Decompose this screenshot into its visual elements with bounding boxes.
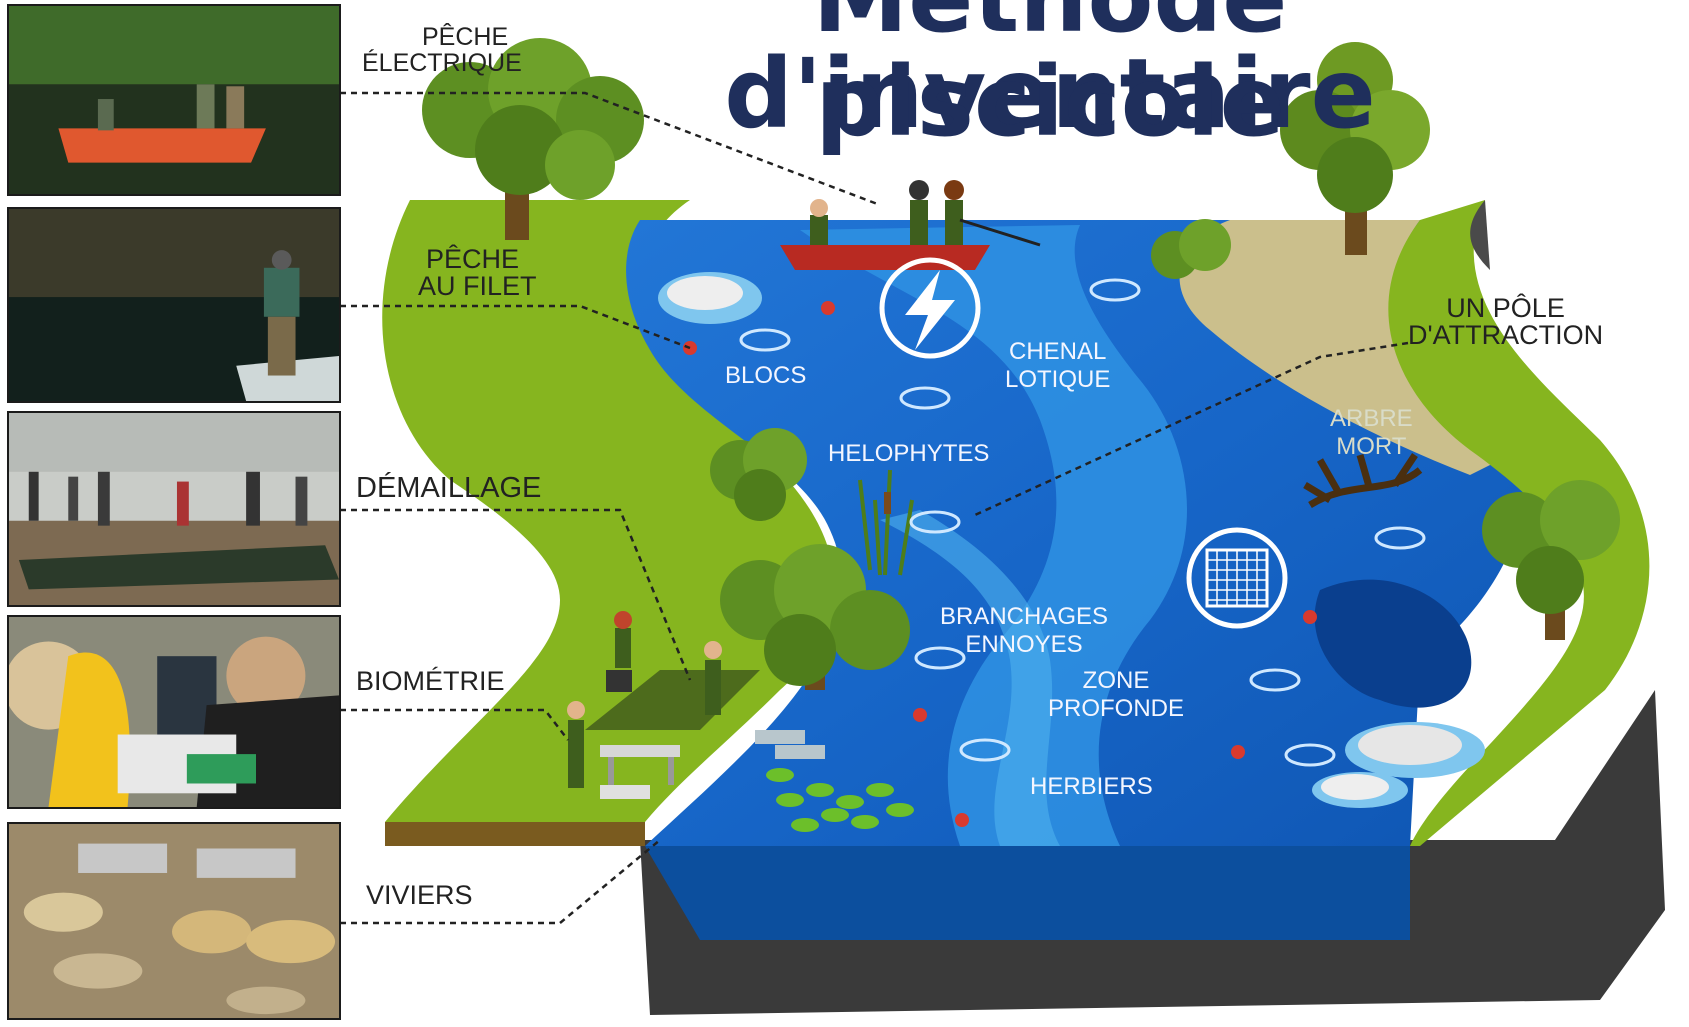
sand-beach xyxy=(1179,220,1500,475)
lily-pads xyxy=(766,768,914,832)
label-line: UN PÔLE xyxy=(1446,293,1565,323)
label-line: LOTIQUE xyxy=(1005,365,1111,393)
rocks-left xyxy=(658,272,762,324)
shallow-band xyxy=(880,510,1060,846)
label-herbiers: HERBIERS xyxy=(1030,773,1153,800)
net-markers xyxy=(739,278,1426,767)
label-viviers: VIVIERS xyxy=(366,880,473,910)
fish-measuring-photo xyxy=(7,615,341,809)
label-peche-electrique: PÊCHE ÉLECTRIQUE xyxy=(362,24,522,77)
label-biometrie: BIOMÉTRIE xyxy=(356,666,505,696)
workstation xyxy=(567,611,825,799)
label-blocs: BLOCS xyxy=(725,362,807,389)
title-line-2: piscicole xyxy=(815,46,1285,158)
rocks-right xyxy=(1312,722,1485,808)
bush-left-bank xyxy=(710,428,807,521)
label-peche-au-filet: PÊCHE AU FILET xyxy=(418,246,537,300)
deep-zone xyxy=(1314,579,1472,708)
label-arbre-mort: ARBRE MORT xyxy=(1330,405,1413,460)
tree-top-left xyxy=(422,38,644,240)
electrofishing-boat-photo xyxy=(7,4,341,196)
leader-lines xyxy=(340,91,1409,925)
label-branchages-ennoyes: BRANCHAGES ENNOYES xyxy=(940,603,1108,658)
net-grid-icon xyxy=(1186,527,1288,629)
lightning-bolt-icon xyxy=(879,257,981,359)
label-line: CHENAL xyxy=(1009,338,1107,365)
label-line: D'ATTRACTION xyxy=(1408,320,1604,350)
buoys xyxy=(683,301,1317,827)
label-line: PROFONDE xyxy=(1048,694,1185,722)
net-sorting-photo xyxy=(7,411,341,607)
label-line: ZONE xyxy=(1082,667,1150,694)
label-helophytes: HELOPHYTES xyxy=(828,440,990,467)
right-bank-shadow xyxy=(1470,200,1490,270)
tree-right-bank xyxy=(1482,480,1620,640)
helophyte-reeds xyxy=(858,469,914,576)
label-zone-profonde: ZONE PROFONDE xyxy=(1048,667,1184,722)
dead-tree xyxy=(1303,453,1423,508)
title-line-1: Méthode d'inventaire xyxy=(724,0,1376,150)
label-pole-attraction: UN PÔLE D'ATTRACTION xyxy=(1408,295,1603,349)
water-front-face xyxy=(645,846,1410,940)
tree-top-right xyxy=(1280,42,1430,255)
fish-tanks-photo xyxy=(7,822,341,1020)
label-demaillage: DÉMAILLAGE xyxy=(356,472,542,504)
tree-mid-left xyxy=(720,544,910,690)
soil-front-face xyxy=(385,822,645,846)
label-chenal-lotique: CHENAL LOTIQUE xyxy=(1005,338,1110,393)
label-line: PÊCHE xyxy=(426,244,520,274)
label-line: PÊCHE xyxy=(422,23,509,51)
shrub-beach xyxy=(1151,219,1231,279)
electrofishing-boat xyxy=(780,180,1041,270)
label-line: AU FILET xyxy=(418,271,537,301)
label-line: ÉLECTRIQUE xyxy=(362,49,522,78)
label-line: ARBRE xyxy=(1330,405,1413,432)
label-line: MORT xyxy=(1336,432,1407,460)
right-bank xyxy=(1388,200,1650,846)
label-line: ENNOYES xyxy=(965,630,1083,658)
lotic-channel xyxy=(800,225,1188,846)
net-fishing-photo xyxy=(7,207,341,403)
label-line: BRANCHAGES xyxy=(940,603,1109,630)
